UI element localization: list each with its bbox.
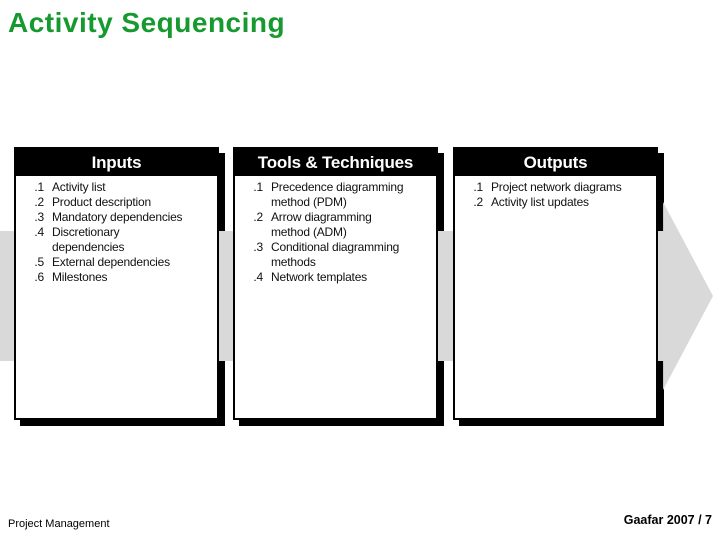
tools-techniques-box-header: Tools & Techniques — [235, 149, 436, 176]
inputs-box-body: .1 Activity list .2 Product description … — [16, 176, 217, 285]
inputs-box: Inputs .1 Activity list .2 Product descr… — [14, 147, 219, 420]
list-item: .2 Arrow diagramming method (ADM) — [237, 210, 434, 240]
item-text: Precedence diagramming method (PDM) — [271, 180, 404, 209]
list-item: .1 Activity list — [18, 180, 215, 195]
list-item: .3 Conditional diagramming methods — [237, 240, 434, 270]
item-text: External dependencies — [52, 255, 170, 269]
item-text: Conditional diagramming methods — [271, 240, 400, 269]
tools-techniques-box-body: .1 Precedence diagramming method (PDM) .… — [235, 176, 436, 285]
item-text: Project network diagrams — [491, 180, 622, 194]
footer-course-label: Project Management — [8, 518, 110, 530]
item-number: .1 — [34, 180, 44, 194]
item-text: Activity list — [52, 180, 106, 194]
item-text: Network templates — [271, 270, 367, 284]
item-text: Arrow diagramming method (ADM) — [271, 210, 372, 239]
item-number: .2 — [34, 195, 44, 209]
item-number: .5 — [34, 255, 44, 269]
list-item: .4 Discretionary dependencies — [18, 225, 215, 255]
list-item: .5 External dependencies — [18, 255, 215, 270]
item-number: .4 — [253, 270, 263, 284]
tools-techniques-box: Tools & Techniques .1 Precedence diagram… — [233, 147, 438, 420]
item-number: .2 — [473, 195, 483, 209]
item-text: Discretionary dependencies — [52, 225, 125, 254]
outputs-box: Outputs .1 Project network diagrams .2 A… — [453, 147, 658, 420]
item-number: .1 — [473, 180, 483, 194]
item-text: Activity list updates — [491, 195, 589, 209]
outputs-box-header: Outputs — [455, 149, 656, 176]
list-item: .4 Network templates — [237, 270, 434, 285]
item-text: Mandatory dependencies — [52, 210, 183, 224]
item-text: Milestones — [52, 270, 108, 284]
list-item: .2 Product description — [18, 195, 215, 210]
item-number: .2 — [253, 210, 263, 224]
list-item: .1 Project network diagrams — [457, 180, 654, 195]
item-number: .6 — [34, 270, 44, 284]
item-number: .4 — [34, 225, 44, 239]
list-item: .3 Mandatory dependencies — [18, 210, 215, 225]
slide-title: Activity Sequencing — [8, 7, 286, 38]
list-item: .6 Milestones — [18, 270, 215, 285]
item-number: .1 — [253, 180, 263, 194]
list-item: .2 Activity list updates — [457, 195, 654, 210]
item-text: Product description — [52, 195, 151, 209]
footer-page-number: Gaafar 2007 / 7 — [623, 513, 712, 527]
outputs-box-body: .1 Project network diagrams .2 Activity … — [455, 176, 656, 210]
inputs-box-header: Inputs — [16, 149, 217, 176]
item-number: .3 — [253, 240, 263, 254]
list-item: .1 Precedence diagramming method (PDM) — [237, 180, 434, 210]
item-number: .3 — [34, 210, 44, 224]
